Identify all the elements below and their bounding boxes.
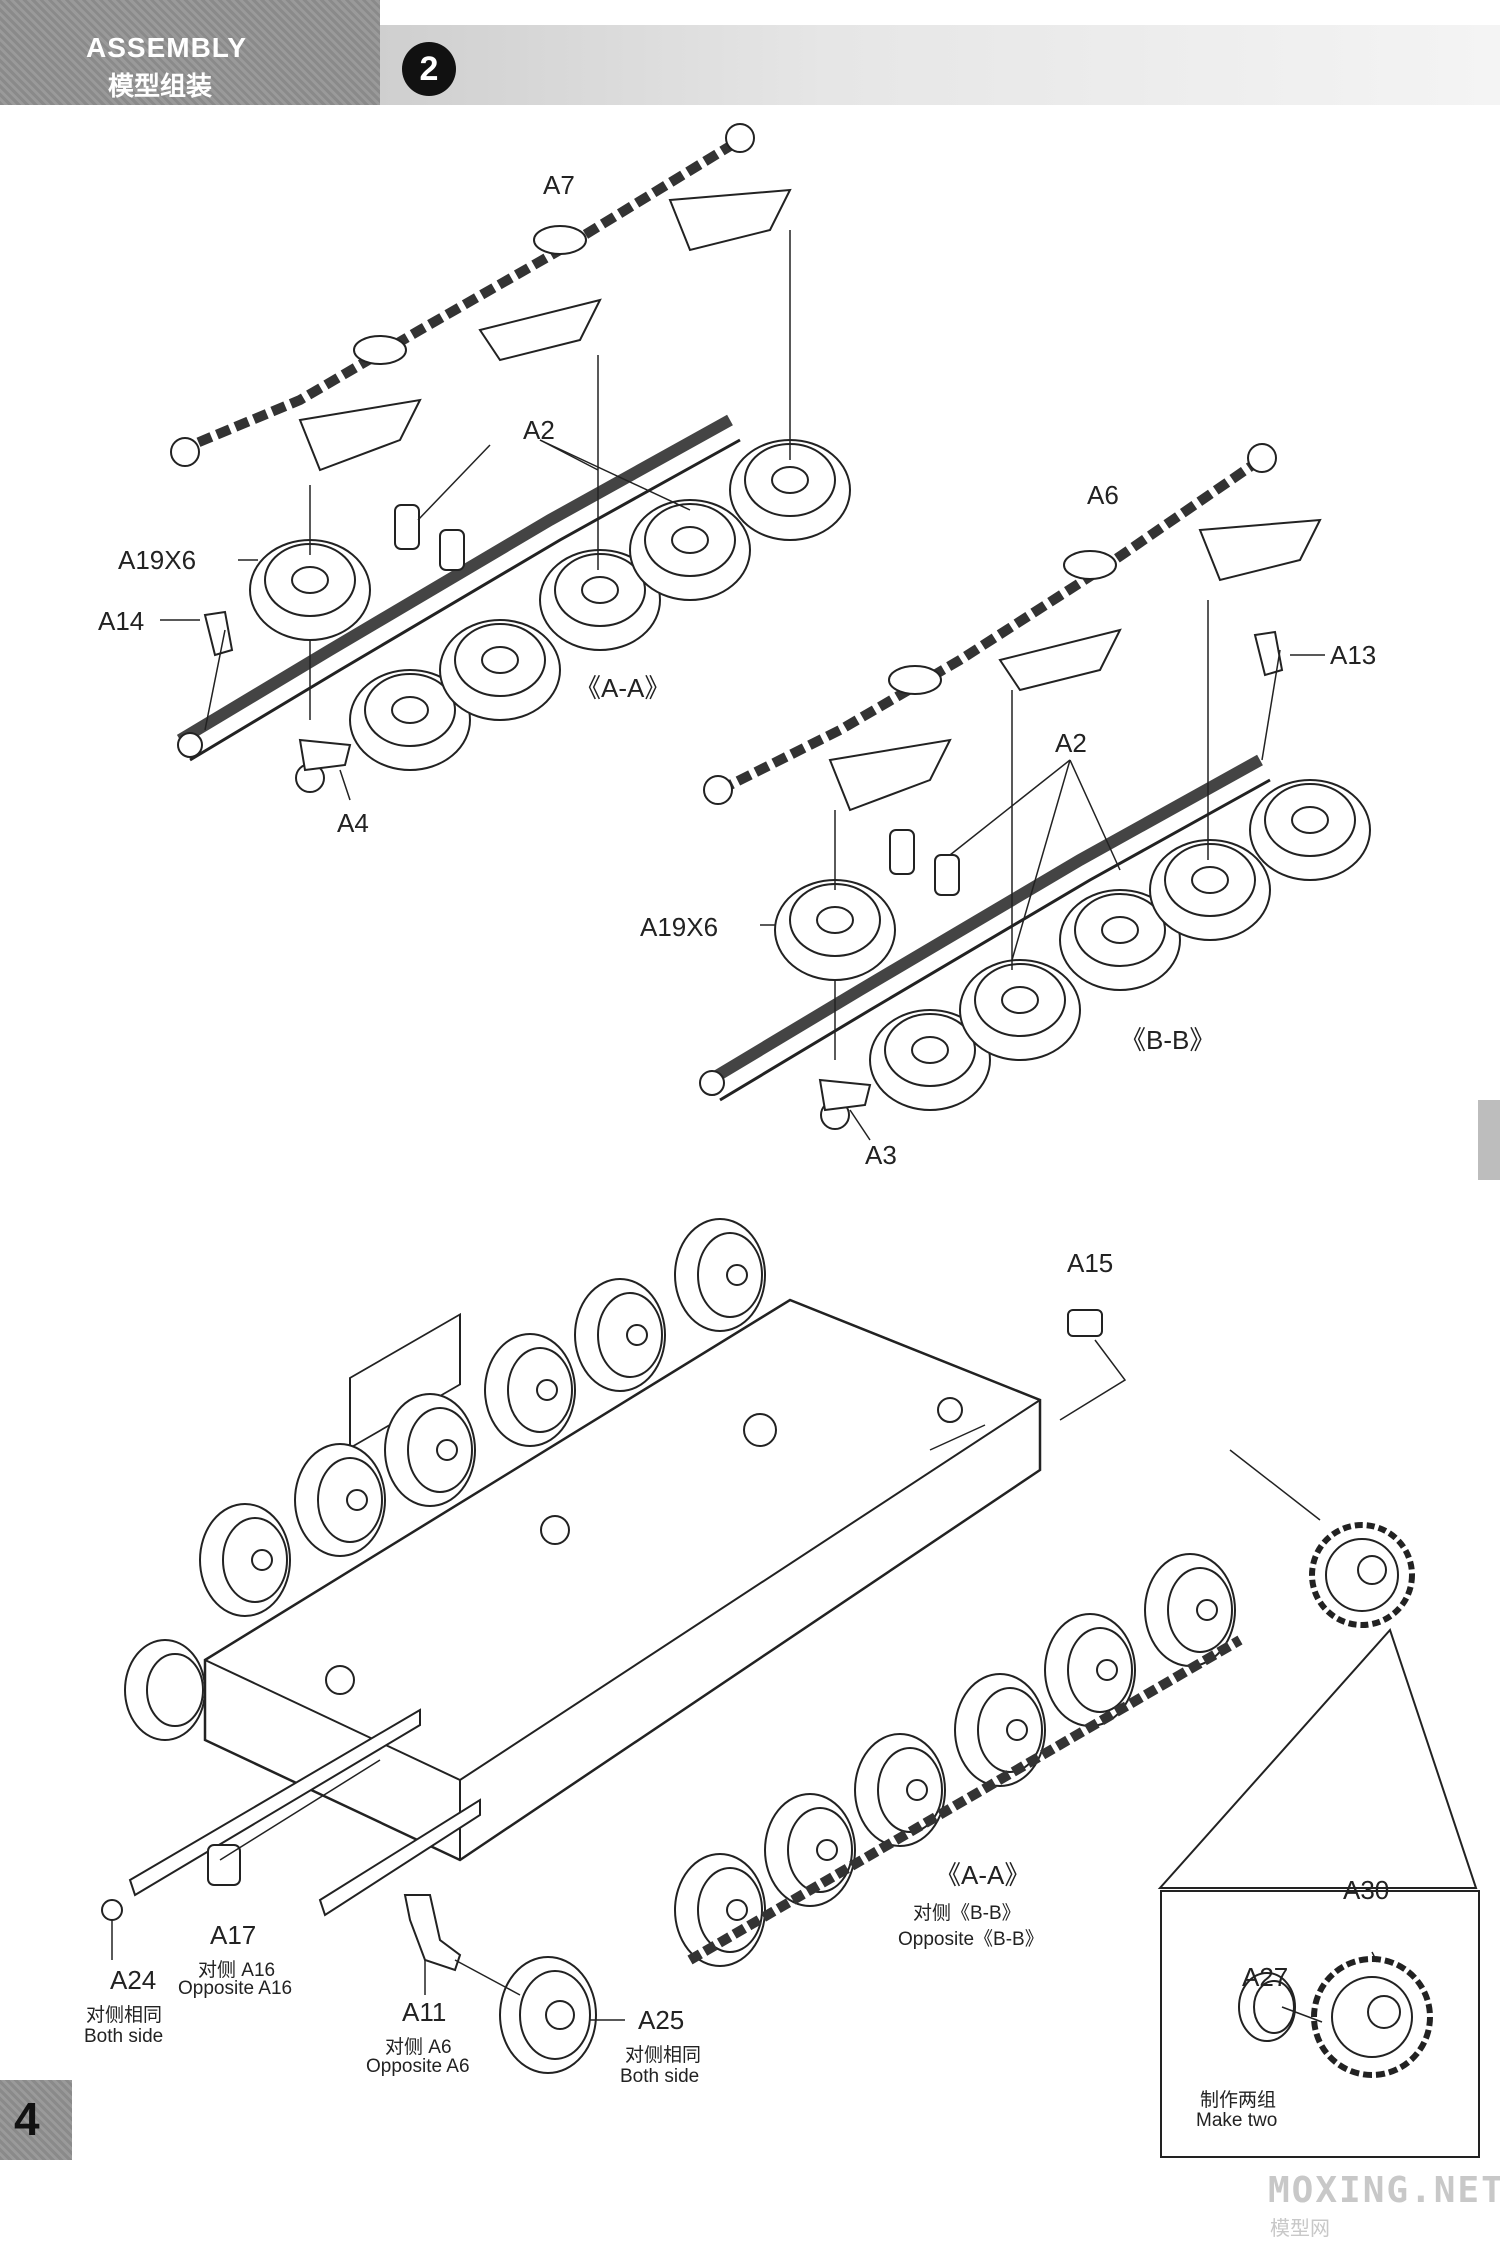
hull-beam-a-a [176,414,741,793]
label-a11-cn: 对侧 A6 [385,2037,452,2058]
label-a19-top: A19X6 [118,545,197,575]
watermark-cn: 模型网 [1270,2218,1330,2240]
label-a24: A24 [110,1965,157,1995]
label-opposite-cn: 对侧《B-B》 [913,1903,1021,1924]
sprocket-a30 [1311,1956,1433,2078]
label-a17-cn: 对侧 A16 [198,1960,276,1981]
label-a3: A3 [865,1140,897,1170]
label-a27: A27 [1242,1962,1289,1992]
label-section-aa-top: 《A-A》 [575,673,671,703]
header-badge [0,0,380,105]
label-a25: A25 [638,2005,685,2035]
cap-a27 [1238,1972,1296,2042]
inset-diagram [1238,1951,1433,2078]
label-a25-cn: 对侧相同 [625,2045,702,2066]
step-number: 2 [402,42,456,96]
part-a17 [207,1844,241,1886]
label-a19-mid: A19X6 [640,912,719,942]
label-a24-cn: 对侧相同 [86,2005,163,2026]
label-a2-top: A2 [523,415,555,445]
page-header: ASSEMBLY 模型组装 2 [0,0,1500,105]
part-a24 [101,1899,123,1921]
label-a7: A7 [543,170,575,200]
part-a11 [403,1894,462,1972]
wheel-a25 [499,1956,597,2074]
label-a11: A11 [402,1997,447,2027]
side-tab [1478,1100,1500,1180]
label-a2-mid: A2 [1055,728,1087,758]
label-a14: A14 [98,606,145,636]
road-wheels-a-a [249,439,851,771]
label-a25-en: Both side [620,2066,700,2087]
hull-beam-b-b [699,754,1271,1130]
label-section-aa-bottom: 《A-A》 [935,1860,1031,1890]
bracket-a14 [203,610,234,657]
label-a17-en: Opposite A16 [178,1978,293,1999]
label-opposite-en: Opposite《B-B》 [898,1929,1044,1950]
section-title: ASSEMBLY [86,32,248,63]
road-wheels-hull [124,1218,1236,1967]
bracket-a13 [1253,630,1284,677]
label-a30: A30 [1343,1875,1390,1905]
sprocket-gear [1309,1522,1415,1628]
page-number-badge: 4 [0,2080,72,2160]
label-a6: A6 [1087,480,1119,510]
label-a13: A13 [1330,640,1377,670]
track-link-run [687,1635,1243,1965]
label-a4: A4 [337,808,369,838]
bump-stop-a2 [394,504,465,571]
page-number: 4 [14,2093,40,2145]
section-subtitle: 模型组装 [108,71,213,101]
part-a15 [1067,1309,1103,1337]
suspension-arm-a6 [703,443,1322,812]
hull-body [128,1298,1042,1917]
label-section-bb: 《B-B》 [1120,1025,1216,1055]
inset-make-two [1160,1890,1480,2158]
label-make-two-en: Make two [1196,2110,1278,2131]
label-a11-en: Opposite A6 [366,2056,470,2077]
suspension-arm-a7 [170,123,792,472]
bump-stop-a2-b [889,829,960,896]
label-make-two-cn: 制作两组 [1200,2090,1277,2111]
label-a24-en: Both side [84,2026,164,2047]
label-a17: A17 [210,1920,257,1950]
label-a15: A15 [1067,1248,1114,1278]
watermark-brand: MOXING.NET [1268,2170,1500,2211]
header-bar [380,25,1500,105]
road-wheels-b-b [774,779,1371,1111]
